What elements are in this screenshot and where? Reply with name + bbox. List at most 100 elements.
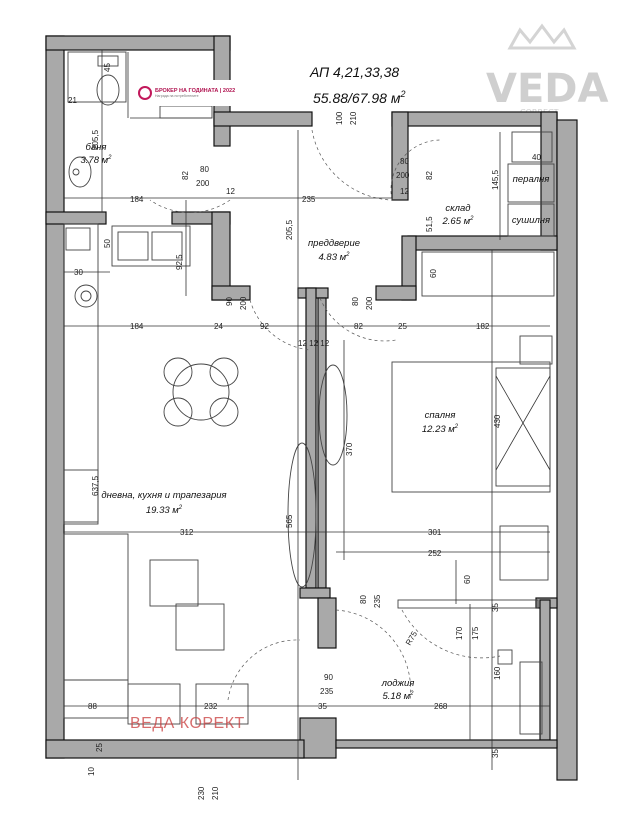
dim-text: 205,5: [285, 219, 294, 240]
dim-text: 92,5: [175, 254, 184, 270]
dim-text: 312: [180, 528, 194, 537]
crown-icon: [507, 23, 577, 50]
door-label: 80: [351, 297, 360, 306]
label-dryer: сушилня: [512, 215, 550, 226]
sliding-doors: [287, 364, 348, 588]
veda-logo: VEDA CORRECT: [486, 23, 608, 117]
dim-text: 35: [318, 702, 327, 711]
apartment-area: 55.88/67.98 м2: [313, 89, 405, 106]
storage-fixtures: [507, 131, 555, 237]
watermark: ВЕДА КОРЕКТ: [130, 715, 245, 732]
door-label: 90: [225, 297, 234, 306]
door-label: 200: [396, 171, 410, 180]
room-name-living: дневна, кухня и трапезария: [101, 490, 226, 501]
dim-text: 51,5: [425, 216, 434, 232]
dim-text: 232: [204, 702, 218, 711]
dim-text: 21: [68, 96, 77, 105]
room-name-bath: баня: [86, 142, 107, 153]
door-label: 80: [400, 157, 409, 166]
dim-text: 205,5: [91, 129, 100, 150]
dim-text: 82: [425, 171, 434, 180]
room-area-bath: 3.78 м2: [81, 155, 113, 166]
room-name-storage: склад: [445, 203, 470, 214]
room-name-bedroom: спалня: [425, 410, 456, 421]
bed: [391, 251, 555, 581]
dim-text: 50: [103, 239, 112, 248]
broker-badge: БРОКЕР НА ГОДИНАТА | 2022 Награда на пот…: [138, 80, 238, 106]
dim-text: R75: [404, 629, 419, 647]
room-area-living: 19.33 м2: [146, 505, 183, 516]
dim-text: 60: [429, 269, 438, 278]
dim-text: 160: [493, 666, 502, 680]
room-area-hall: 4.83 м2: [319, 252, 351, 263]
dim-text: 565: [285, 514, 294, 528]
door-label: 210: [349, 111, 358, 125]
dim-text: 210: [211, 786, 220, 800]
dim-text: 268: [434, 702, 448, 711]
dim-text: 35: [491, 749, 500, 758]
dim-text: 230: [197, 786, 206, 800]
dim-text: 25: [95, 743, 104, 752]
dim-text: 430: [493, 414, 502, 428]
dimension-texts: 184 12 235 12 145,5 51,5 82 82 205,5 205…: [68, 63, 541, 800]
dim-text: 10: [87, 767, 96, 776]
dim-text: 301: [428, 528, 442, 537]
broker-title: БРОКЕР НА ГОДИНАТА | 2022: [155, 88, 236, 94]
door-label: 80: [359, 595, 368, 604]
door-label: 90: [324, 673, 333, 682]
dim-text: 370: [345, 442, 354, 456]
living-furniture: [63, 533, 249, 725]
door-labels: 100 210 80 200 80 200 90 200 80 200 80 2…: [196, 111, 410, 696]
dim-text: 45: [103, 63, 112, 72]
logo-text: VEDA: [486, 66, 608, 112]
dim-text: 25: [398, 322, 407, 331]
dim-text: 35: [491, 603, 500, 612]
dim-text: 82: [354, 322, 363, 331]
sink-icon: [111, 225, 191, 267]
dim-text: 30: [74, 268, 83, 277]
dim-text: 235: [302, 195, 316, 204]
door-label: 235: [320, 687, 334, 696]
dim-text: 637,5: [91, 475, 100, 496]
door-label: 200: [239, 296, 248, 310]
bathroom-fixtures: [67, 51, 213, 188]
dim-text: 145,5: [491, 169, 500, 190]
dim-text: 40: [532, 153, 541, 162]
dim-text: 60: [463, 575, 472, 584]
dim-text: 12: [226, 187, 235, 196]
dining-table: [163, 357, 239, 427]
walls: [45, 35, 578, 781]
broker-text: БРОКЕР НА ГОДИНАТА | 2022 Награда на пот…: [155, 88, 235, 98]
dim-text: 82: [181, 171, 190, 180]
label-washing-machine: пералня: [513, 174, 550, 185]
dim-text: 182: [476, 322, 490, 331]
door-label: 235: [373, 594, 382, 608]
toilet-icon: [96, 74, 120, 106]
loggia-equipment: [397, 599, 543, 735]
sink-icon: [68, 156, 92, 188]
room-area-loggia: 5.18 м2: [383, 691, 415, 702]
door-label: 200: [196, 179, 210, 188]
dim-text: 184: [130, 322, 144, 331]
door-label: 100: [335, 111, 344, 125]
door-label: 80: [200, 165, 209, 174]
award-icon: [138, 86, 152, 100]
dim-text: 252: [428, 549, 442, 558]
room-name-hall: преддверие: [308, 238, 360, 249]
dim-text: 175: [471, 626, 480, 640]
kitchen-counter: [63, 223, 191, 525]
dim-text: 88: [88, 702, 97, 711]
dim-text: 24: [214, 322, 223, 331]
dim-text: 184: [130, 195, 144, 204]
dim-text: 12: [400, 187, 409, 196]
door-label: 200: [365, 296, 374, 310]
room-area-storage: 2.65 м2: [442, 216, 475, 227]
stove-icon: [74, 284, 98, 308]
room-name-loggia: лоджия: [381, 678, 415, 689]
dim-text: 92: [260, 322, 269, 331]
apartment-title: АП 4,21,33,38: [309, 64, 399, 80]
dimension-lines: [64, 50, 550, 780]
door-arcs: [149, 129, 501, 701]
room-area-bedroom: 12.23 м2: [422, 424, 459, 435]
